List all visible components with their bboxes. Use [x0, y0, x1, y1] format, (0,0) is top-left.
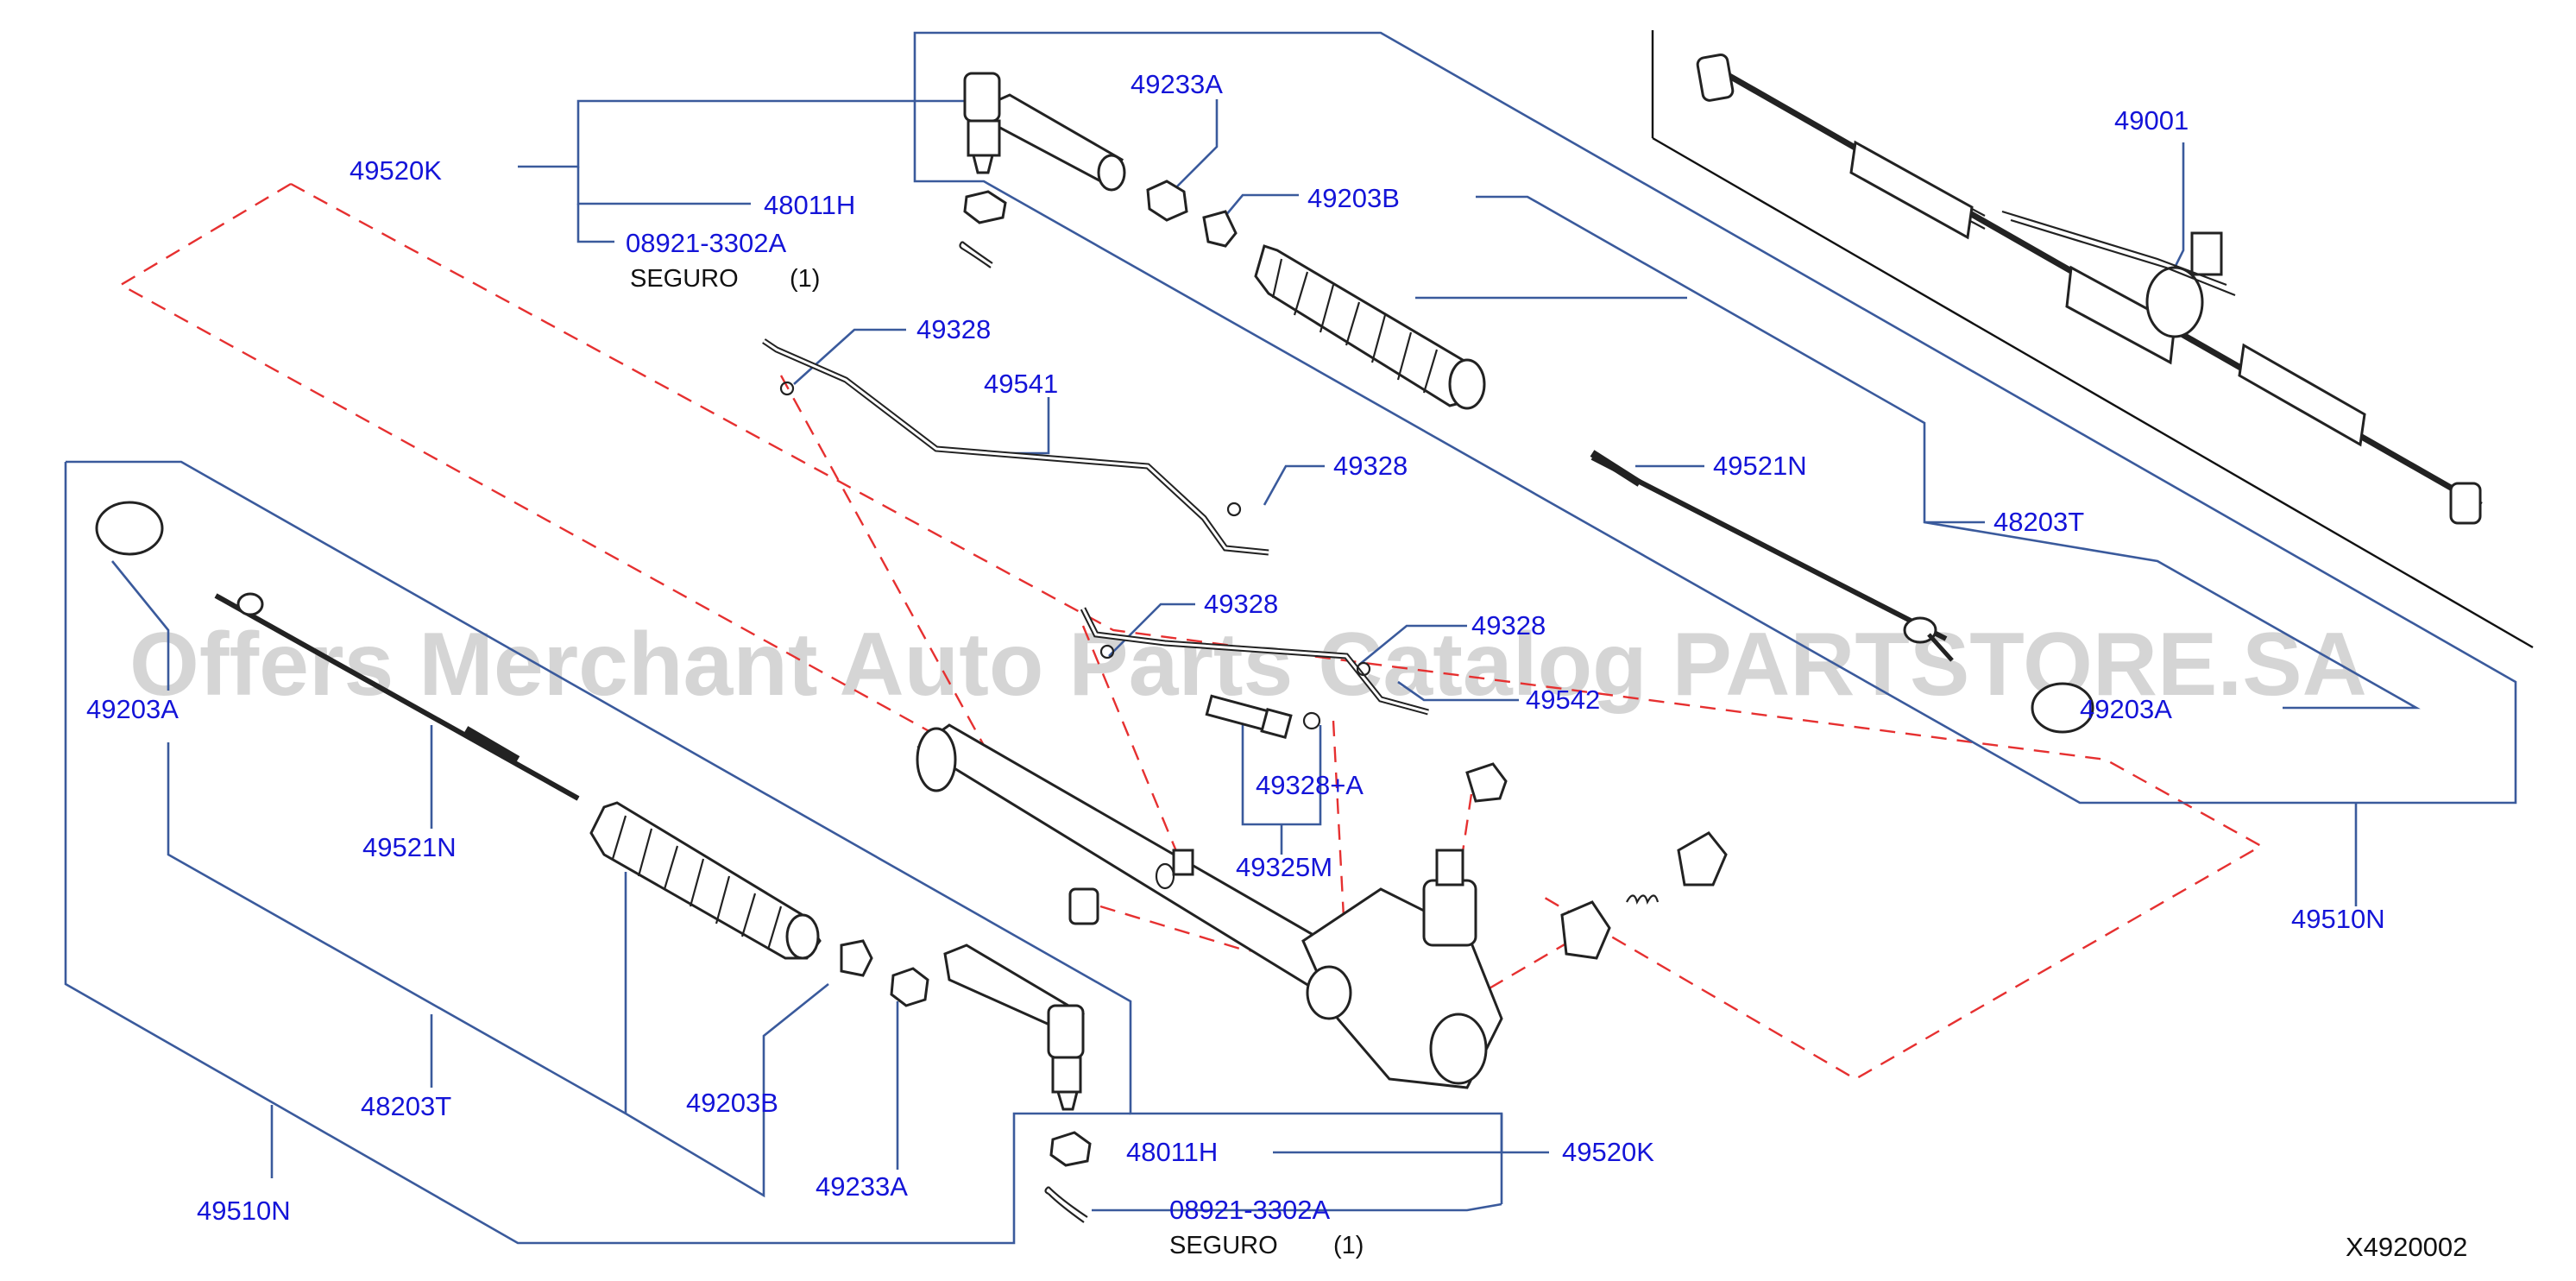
steering-gear-assembly-complete [1696, 54, 2483, 525]
watermark-text: Offers Merchant Auto Parts Catalog PARTS… [129, 615, 2367, 715]
label-49203A-right[interactable]: 49203A [2080, 694, 2172, 724]
castle-nut-top [963, 190, 1007, 224]
yoke-plug [1560, 900, 1611, 960]
label-49233A-top[interactable]: 49233A [1131, 69, 1223, 99]
bellows-boot-left [589, 801, 822, 960]
banjo-bolt [1205, 694, 1321, 740]
inner-tie-rod-right [1590, 450, 1954, 662]
cotter-pin-top [959, 241, 993, 268]
spacer-block [1068, 887, 1099, 925]
complete-assembly-frame [1651, 30, 2534, 649]
label-49542[interactable]: 49542 [1526, 685, 1600, 715]
label-49001[interactable]: 49001 [2114, 105, 2189, 136]
label-49520K-bottom[interactable]: 49520K [1562, 1137, 1654, 1167]
label-48203T-right[interactable]: 48203T [1993, 507, 2084, 537]
label-seguro-bottom-qty: (1) [1333, 1232, 1364, 1259]
boot-clip-bottom [840, 939, 873, 977]
label-49325M[interactable]: 49325M [1236, 852, 1332, 882]
lock-nut-bottom [890, 967, 929, 1007]
leader-lines [64, 31, 2517, 1245]
label-48011H-top[interactable]: 48011H [764, 190, 855, 220]
label-49328-a[interactable]: 49328 [916, 314, 991, 344]
part-number-labels: 49520K 48011H 08921-3302A SEGURO (1) 492… [86, 69, 2467, 1262]
diagram-code: X4920002 [2346, 1232, 2467, 1262]
boot-clip-top [1202, 210, 1238, 248]
label-49510N-left[interactable]: 49510N [197, 1196, 291, 1226]
label-49203B-bottom[interactable]: 49203B [686, 1088, 778, 1118]
label-49521N-right[interactable]: 49521N [1713, 451, 1807, 481]
label-49541[interactable]: 49541 [984, 369, 1058, 399]
tie-rod-end-top [963, 72, 1126, 192]
lock-nut-top [1146, 180, 1188, 222]
label-49233A-bottom[interactable]: 49233A [816, 1171, 908, 1202]
label-48011H-bottom[interactable]: 48011H [1126, 1137, 1218, 1167]
steering-gear-housing [916, 723, 1503, 1089]
label-08921-3302A-top[interactable]: 08921-3302A [626, 228, 786, 258]
label-seguro-top-qty: (1) [790, 265, 820, 293]
label-49203A-left[interactable]: 49203A [86, 694, 179, 724]
clamp-top-right [1465, 762, 1508, 803]
label-49520K-top[interactable]: 49520K [350, 155, 442, 186]
cotter-pin-bottom [1044, 1186, 1088, 1223]
castle-nut-bottom [1049, 1131, 1092, 1167]
label-49521N-left[interactable]: 49521N [362, 832, 457, 862]
label-49328-b[interactable]: 49328 [1333, 451, 1408, 481]
label-49510N-right[interactable]: 49510N [2291, 904, 2385, 934]
label-08921-3302A-bottom[interactable]: 08921-3302A [1169, 1195, 1330, 1225]
adjusting-plug [1677, 831, 1728, 887]
inner-tie-rod-left [214, 592, 580, 801]
label-49328-c[interactable]: 49328 [1204, 589, 1278, 619]
part-drawings [95, 54, 2483, 1223]
boot-clamp-right [2031, 682, 2094, 734]
bellows-boot-top [1254, 244, 1486, 410]
tie-rod-end-bottom [943, 943, 1085, 1111]
label-48203T-left[interactable]: 48203T [361, 1091, 451, 1121]
label-seguro-top: SEGURO [630, 265, 739, 293]
label-49203B-top[interactable]: 49203B [1307, 183, 1400, 213]
boot-clamp-left [95, 501, 164, 556]
feed-tube-upper-inner [763, 339, 1269, 554]
feed-tube-lower-inner [1081, 608, 1429, 714]
label-49328A[interactable]: 49328+A [1256, 770, 1364, 800]
yoke-spring [1626, 894, 1660, 905]
label-seguro-bottom: SEGURO [1169, 1232, 1278, 1259]
label-49328-d[interactable]: 49328 [1471, 610, 1546, 640]
